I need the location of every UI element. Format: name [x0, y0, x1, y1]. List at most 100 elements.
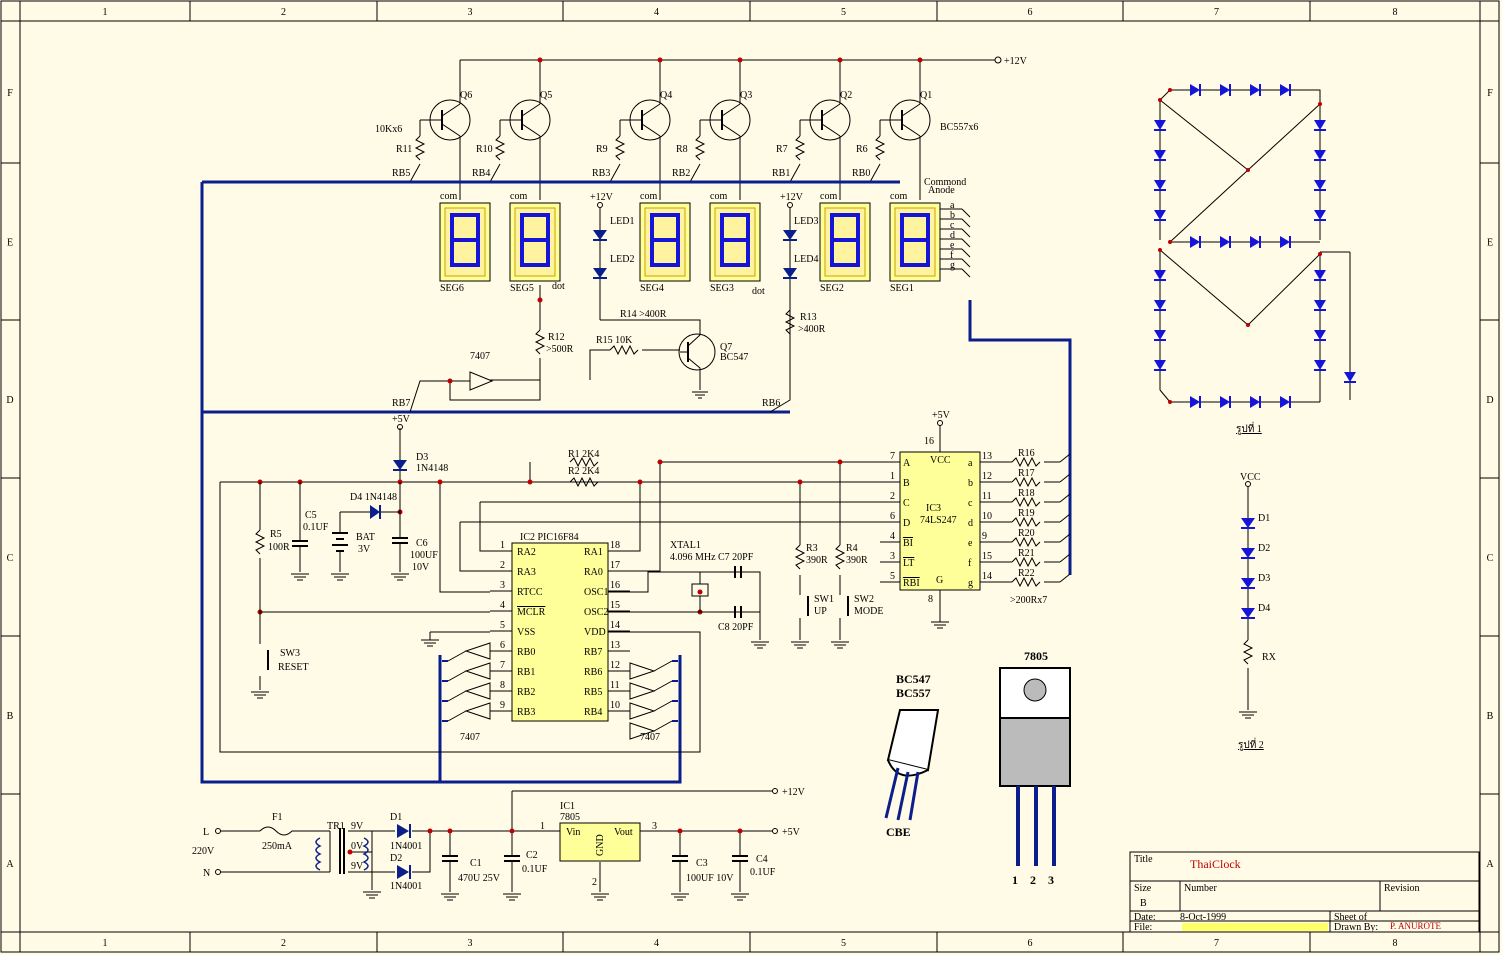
transistor-ref: Q6	[460, 90, 472, 101]
ic3-pin-name: C	[903, 498, 910, 509]
psu-c2: C2	[526, 850, 538, 861]
bat-value: 3V	[358, 544, 371, 555]
r12-value: >500R	[546, 344, 574, 355]
transistor-type-note: BC557x6	[940, 122, 978, 133]
ic3-vcc: VCC	[930, 455, 951, 466]
ic2-pin-num: 14	[610, 620, 620, 631]
ic2-pin-name: RB4	[584, 707, 602, 718]
ic3-res: R17	[1018, 468, 1035, 479]
tb-title: ThaiClock	[1190, 857, 1241, 871]
fig2-d3: D3	[1258, 573, 1270, 584]
common-anode-label1: Commond	[924, 177, 966, 188]
transistor-ref: Q5	[540, 90, 552, 101]
transistor-group: Q6R11RB5Q5R10RB4Q4R9RB3Q3R8RB2Q2R7RB1Q1R…	[392, 90, 932, 200]
res-value-note: 10Kx6	[375, 124, 402, 135]
seg-ref: SEG2	[820, 283, 844, 294]
ic3-part: 74LS247	[920, 515, 957, 526]
ic2-pin-num: 10	[610, 700, 620, 711]
ic2-pin-name: RTCC	[517, 587, 543, 598]
row-label-right: D	[1486, 395, 1493, 406]
ic3-pin-num: 9	[982, 531, 987, 542]
ic3-pin-name: B	[903, 478, 910, 489]
r4-label: R4	[846, 543, 858, 554]
psu-c1-value: 470U 25V	[458, 873, 501, 884]
ic-interconnect	[219, 432, 900, 753]
vcc12-label: +12V	[1004, 56, 1028, 67]
transistor-ref: Q4	[660, 90, 672, 101]
file-field	[1182, 923, 1328, 931]
ic2-pin-num: 13	[610, 640, 620, 651]
c8-label: C8 20PF	[718, 622, 754, 633]
ic3-pin-name: A	[903, 458, 911, 469]
tb-size-label: Size	[1134, 883, 1152, 894]
pkg-bc557: BC557	[896, 686, 931, 700]
pkg-pin-numbers: 1 2 3	[1012, 873, 1054, 887]
transistor-res: R8	[676, 144, 688, 155]
r4-value: 390R	[846, 555, 868, 566]
sw1-label: SW1	[814, 594, 834, 605]
psu-l: L	[203, 827, 209, 838]
seg-ref: SEG1	[890, 283, 914, 294]
buffer-7407-label: 7407	[470, 351, 490, 362]
ic2-pin-num: 17	[610, 560, 620, 571]
psu-9v-a: 9V	[351, 821, 364, 832]
r12-label: R12	[548, 332, 565, 343]
psu-9v-b: 9V	[351, 861, 364, 872]
ic3-pin-name: RBI	[903, 578, 920, 589]
col-label-bottom: 7	[1214, 938, 1219, 949]
ic3-pin-num: 15	[982, 551, 992, 562]
oscillator	[608, 566, 761, 640]
r14-label: R14 >400R	[620, 309, 667, 320]
buffer-arrays	[442, 642, 678, 740]
led3-label: LED3	[794, 216, 818, 227]
sw1-text: UP	[814, 606, 827, 617]
ic2-pin-name: RB0	[517, 647, 535, 658]
row-label-right: A	[1486, 859, 1494, 870]
ic2-pin-num: 4	[500, 600, 505, 611]
col-label-bottom: 8	[1393, 938, 1398, 949]
bus-lines	[200, 180, 1072, 784]
r5-label: R5	[270, 529, 282, 540]
junction-dots	[537, 57, 923, 63]
reset-vcc-label: +5V	[392, 414, 411, 425]
psu-f1-value: 250mA	[262, 841, 293, 852]
col-label-top: 1	[103, 7, 108, 18]
d3-label: D3	[416, 452, 428, 463]
psu-d1: D1	[390, 812, 402, 823]
ic3-pin-num: 12	[982, 471, 992, 482]
tb-revision-label: Revision	[1384, 883, 1420, 894]
row-label-right: F	[1487, 88, 1493, 99]
ic2-ref: IC2 PIC16F84	[520, 532, 579, 543]
q7-type: BC547	[720, 352, 748, 363]
transistor-res: R11	[396, 144, 412, 155]
psu-ic1: IC1	[560, 801, 575, 812]
transistor-res: R10	[476, 144, 493, 155]
ic3-res: R18	[1018, 488, 1035, 499]
row-label-left: A	[6, 859, 14, 870]
transistor-ref: Q3	[740, 90, 752, 101]
ic3-pin-name: D	[903, 518, 910, 529]
ic2-pin-name: MCLR	[517, 607, 546, 618]
fig1-caption: รูปที่ 1	[1236, 421, 1262, 435]
fig2-d1: D1	[1258, 513, 1270, 524]
tb-drawn-by: P. ANUROTE	[1390, 921, 1442, 931]
psu-220v: 220V	[192, 846, 215, 857]
seg-ref: SEG4	[640, 283, 664, 294]
led-supply-1: +12V	[590, 192, 614, 203]
regulator-ic1	[559, 822, 641, 862]
seg-pin-f: f	[950, 250, 954, 261]
psu-d1-value: 1N4001	[390, 841, 422, 852]
q7-label: Q7	[720, 342, 732, 353]
ic3-pin8: 8	[928, 594, 933, 605]
sw3-text: RESET	[278, 662, 309, 673]
ic3-pin-num: 2	[890, 491, 895, 502]
ic2-pin-num: 2	[500, 560, 505, 571]
seg-pin-a: a	[950, 200, 955, 211]
psu-c2-value: 0.1UF	[522, 864, 548, 875]
